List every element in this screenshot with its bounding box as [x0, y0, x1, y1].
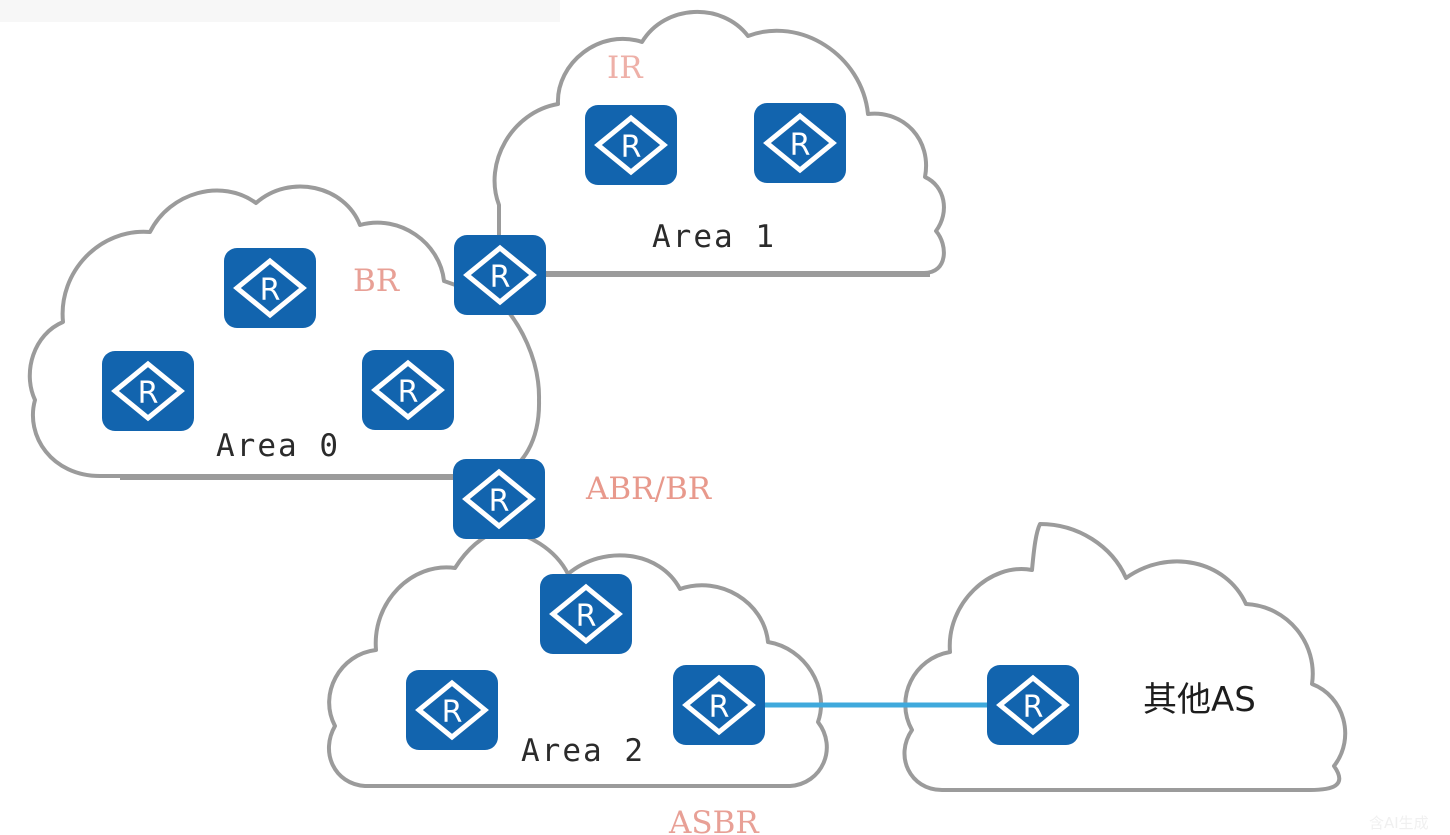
role-label-ir: IR [607, 50, 643, 86]
area-label-area2: Area 2 [521, 733, 645, 769]
router-area1-router-1[interactable] [585, 105, 677, 185]
router-area0-router-left[interactable] [102, 351, 194, 431]
cloud-other-as [902, 522, 1348, 792]
router-area2-router-top[interactable] [540, 574, 632, 654]
watermark-label: 含AI生成 [1369, 814, 1429, 832]
role-label-abr-br: ABR/BR [586, 471, 712, 507]
router-br-router[interactable] [454, 235, 546, 315]
router-asbr-router[interactable] [673, 665, 765, 745]
cloud-area1 [492, 9, 946, 275]
router-area0-router-right[interactable] [362, 350, 454, 430]
area-label-area0: Area 0 [216, 428, 340, 464]
router-area0-router-top[interactable] [224, 248, 316, 328]
area-label-area1: Area 1 [652, 219, 776, 255]
role-label-asbr: ASBR [669, 805, 759, 835]
top-strip [0, 0, 560, 22]
router-other-as-router[interactable] [987, 665, 1079, 745]
router-area2-router-left[interactable] [406, 670, 498, 750]
role-label-br: BR [353, 263, 400, 299]
area-label-other-as: 其他AS [1143, 680, 1256, 720]
router-area1-router-2[interactable] [754, 103, 846, 183]
router-abr-br-router[interactable] [453, 459, 545, 539]
